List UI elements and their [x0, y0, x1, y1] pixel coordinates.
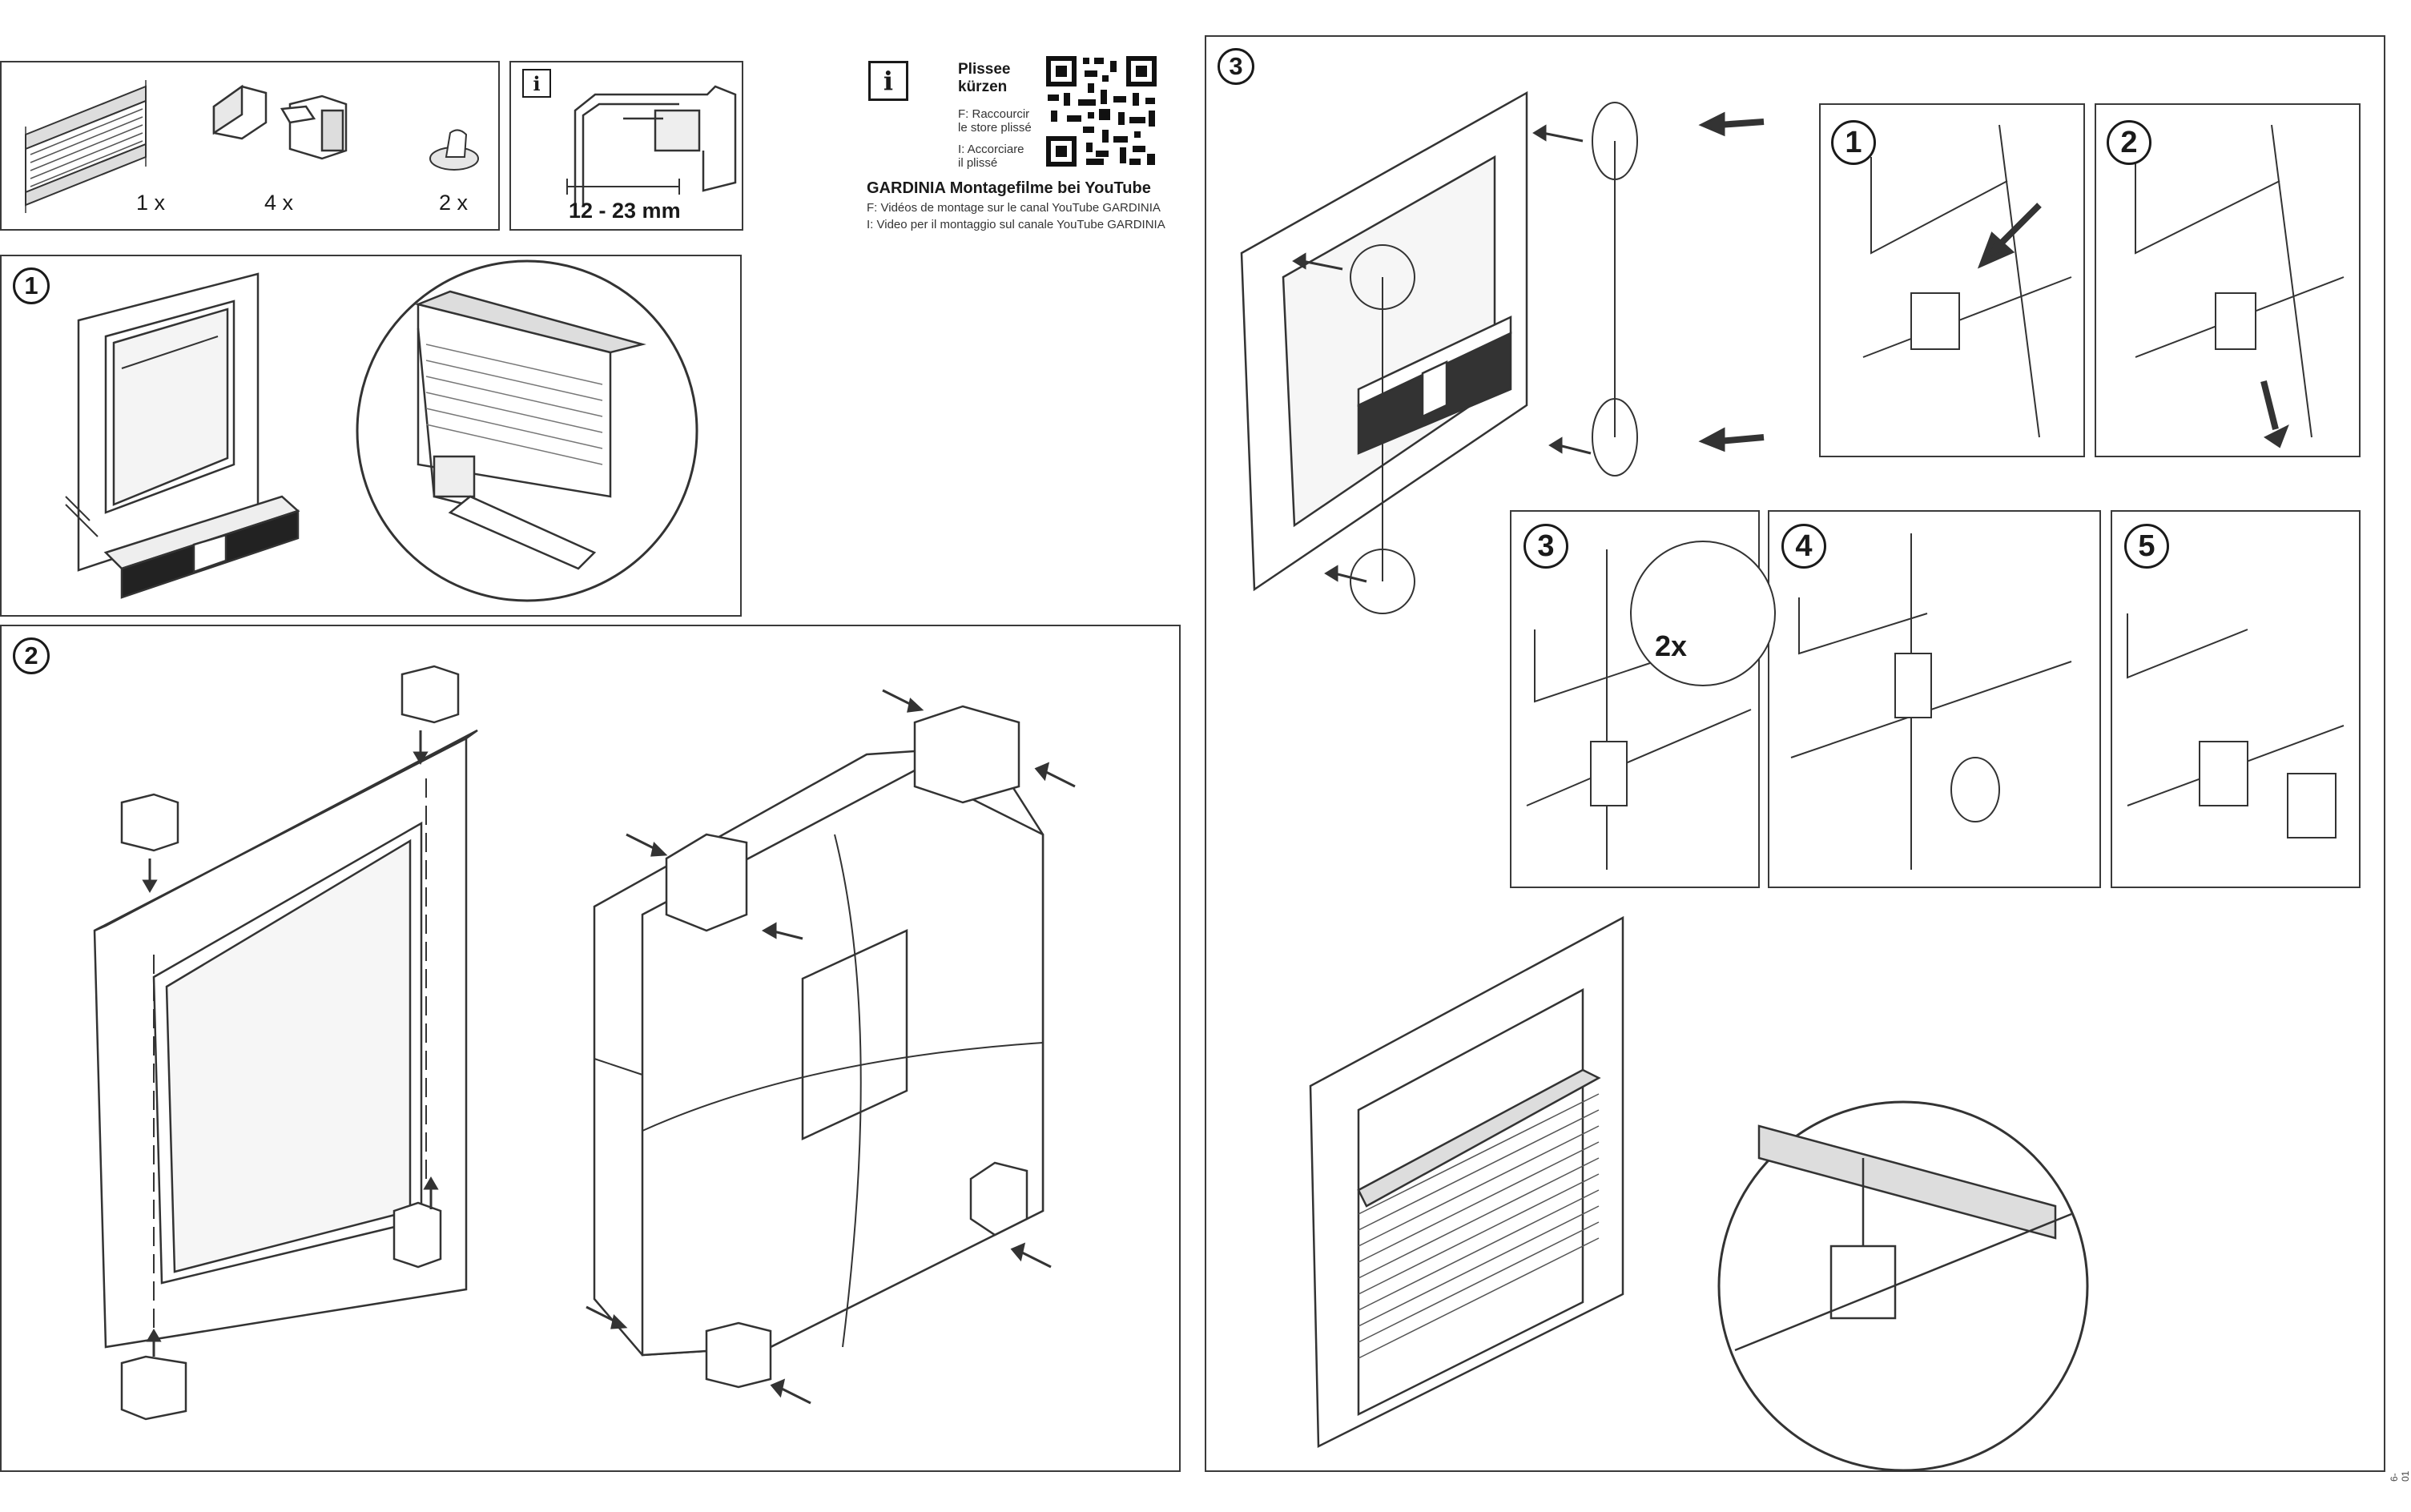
shorten-title-2: kürzen — [958, 78, 1008, 95]
shorten-it: I: Accorciare — [958, 143, 1024, 156]
step3-sub1-number: 1 — [1831, 120, 1876, 165]
step2-drawing — [93, 665, 1076, 1421]
step3-drawing — [1240, 90, 2361, 1472]
video-title: GARDINIA Montagefilme bei YouTube — [867, 179, 1151, 197]
shorten-title: Plissee — [958, 61, 1011, 78]
clip-quantity: 2 x — [439, 191, 469, 215]
shorten-fr-2: le store plissé — [958, 121, 1032, 135]
step1-panel: 1 — [0, 255, 742, 617]
step3-sub2-number: 2 — [2107, 120, 2151, 165]
step3-sub3-number: 3 — [1523, 524, 1568, 569]
info-icon: i — [522, 69, 551, 98]
step2-panel: 2 — [0, 625, 1181, 1472]
frame-thickness-drawing — [566, 85, 737, 207]
qr-pattern — [1043, 53, 1160, 170]
shorten-it-2: il plissé — [958, 156, 998, 170]
shorten-fr: F: Raccourcir — [958, 107, 1030, 121]
step1-drawing — [65, 259, 698, 602]
video-it: I: Video per il montaggio sul canale You… — [867, 218, 1165, 231]
step1-number: 1 — [13, 267, 50, 304]
parts-panel: 1 x 4 x 2 x — [0, 61, 500, 231]
step3-sub4-number: 4 — [1781, 524, 1826, 569]
thickness-range: 12 - 23 mm — [569, 199, 681, 223]
parts-drawing — [25, 80, 479, 213]
info-icon-large: i — [868, 61, 908, 101]
step2-number: 2 — [13, 637, 50, 674]
bracket-quantity: 4 x — [264, 191, 294, 215]
step3-panel: 3 — [1205, 35, 2385, 1472]
video-fr: F: Vidéos de montage sur le canal YouTub… — [867, 201, 1161, 215]
document-code: 6-01 — [2389, 1470, 2411, 1482]
step3-sub5-number: 5 — [2124, 524, 2169, 569]
step3-number: 3 — [1218, 48, 1254, 85]
twice-label: 2x — [1655, 629, 1688, 662]
blind-quantity: 1 x — [136, 191, 166, 215]
qr-code-icon[interactable] — [1043, 53, 1160, 170]
measure-panel: i 12 - 23 mm — [509, 61, 743, 231]
